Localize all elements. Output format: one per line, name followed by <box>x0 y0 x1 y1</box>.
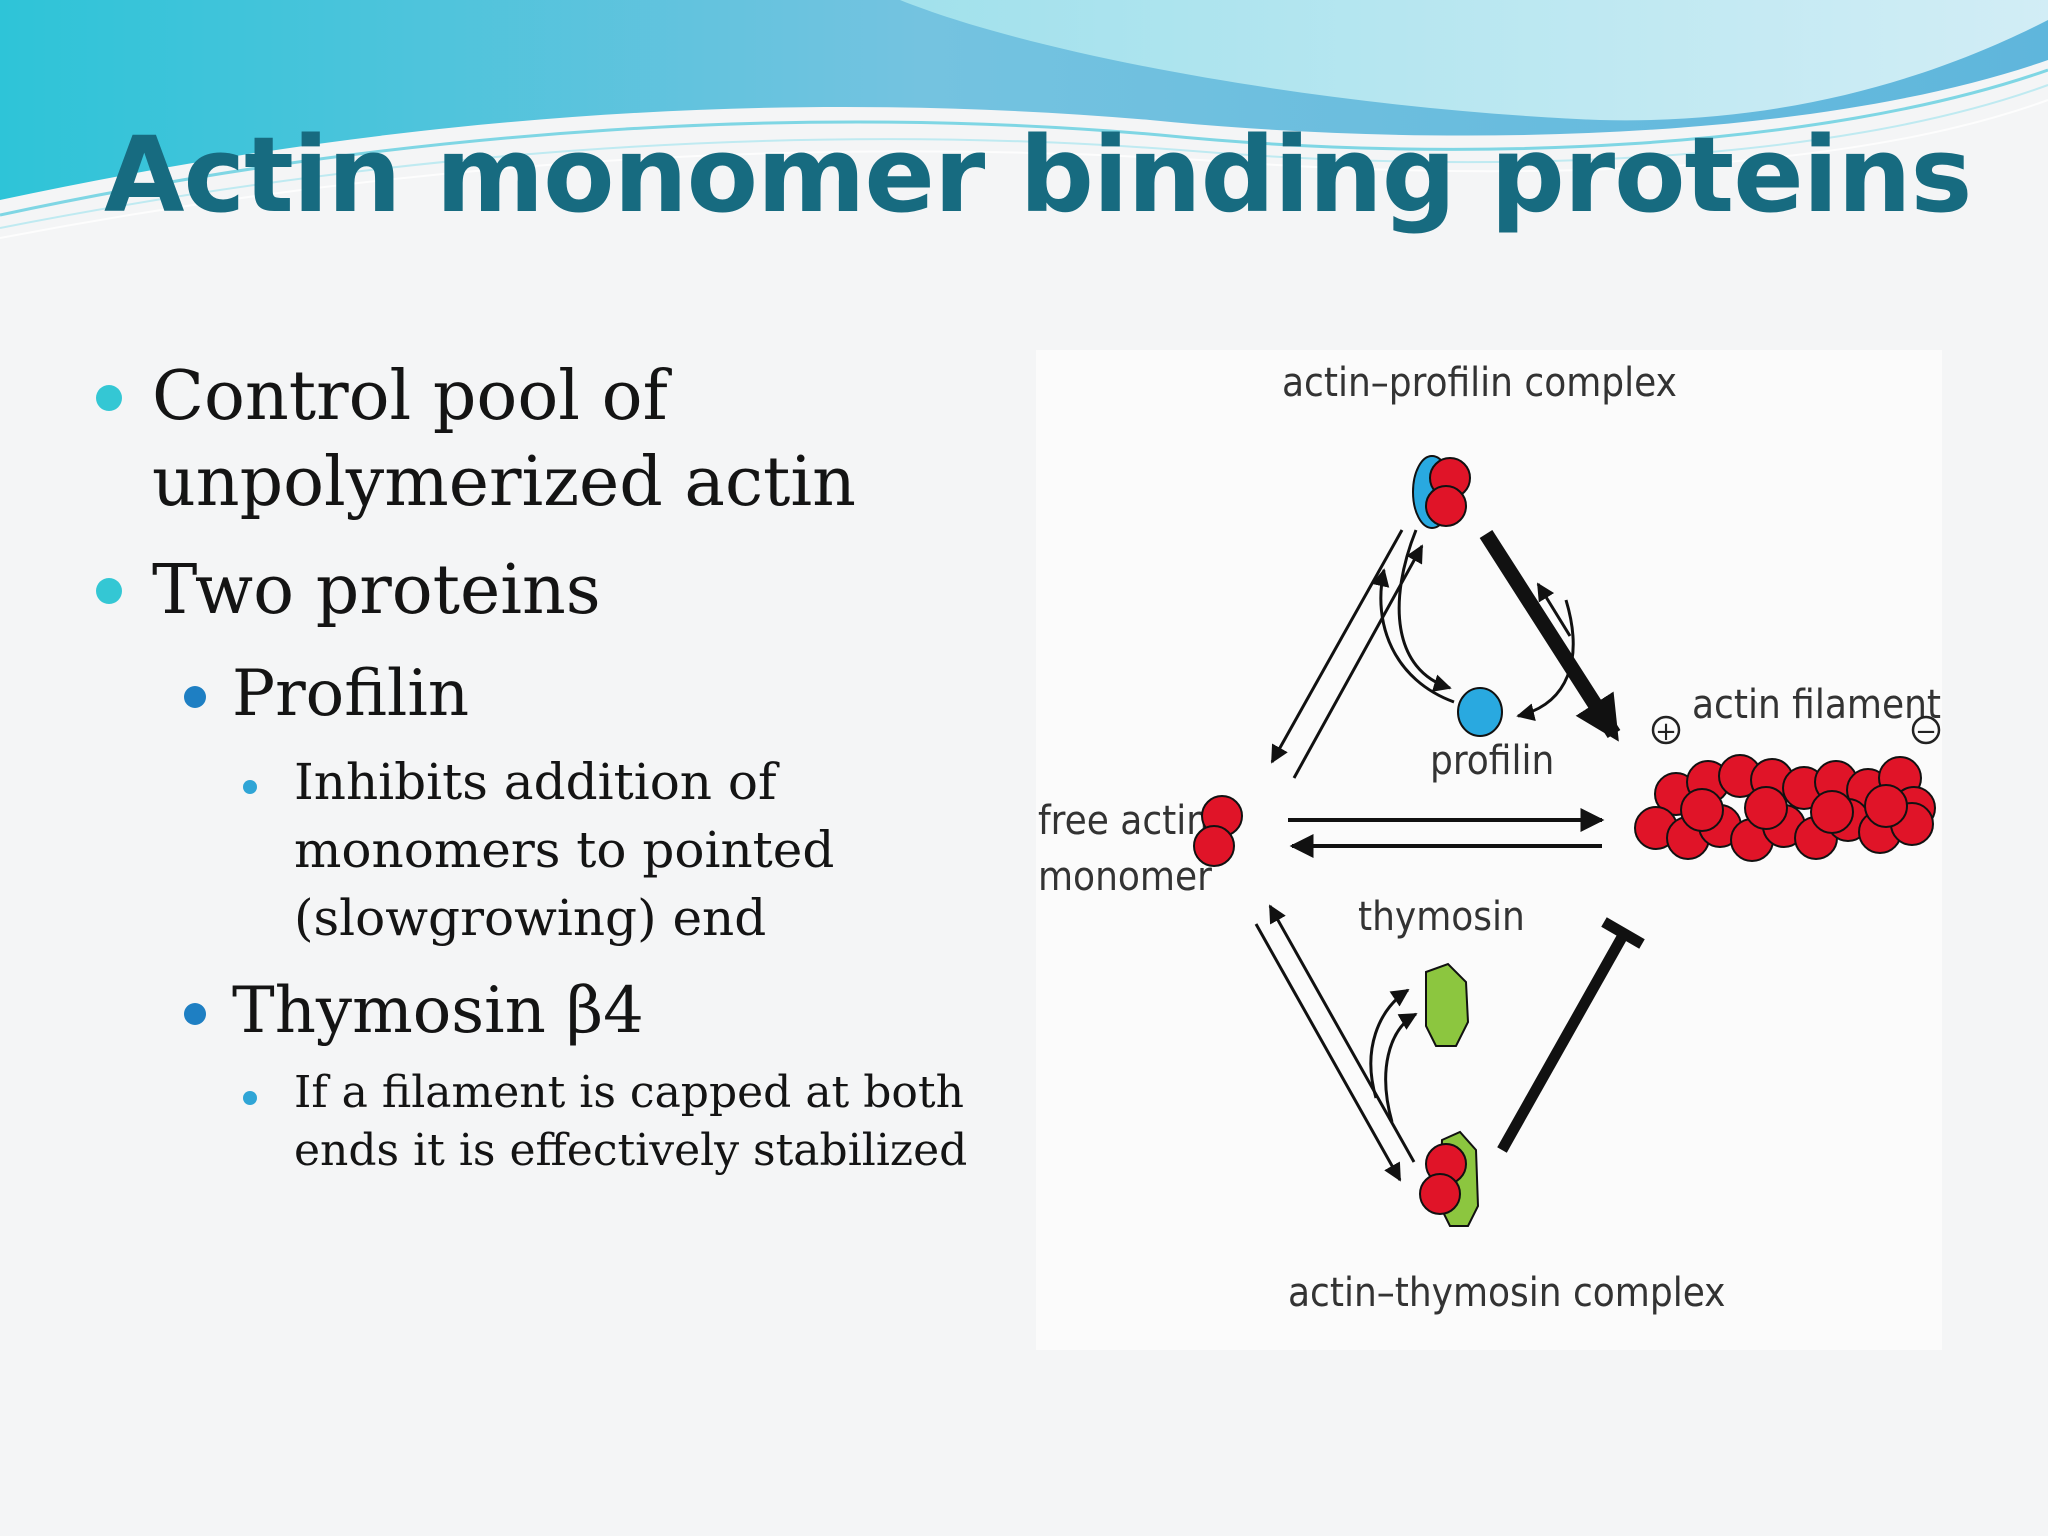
sub-bullet-dot <box>184 686 206 708</box>
label-thymosin: thymosin <box>1358 894 1525 940</box>
sub-bullet-dot <box>184 1003 206 1025</box>
arrow-thymosin-release <box>1384 1012 1418 1123</box>
detail-bullet-dot <box>243 780 257 794</box>
bullet-two-proteins: Two proteins <box>152 551 601 630</box>
actin-thymosin-complex-icon <box>1419 1130 1480 1227</box>
free-actin-monomer-icon <box>1193 795 1243 867</box>
arrow-complex-to-filament <box>1479 529 1621 742</box>
slide-title: Actin monomer binding proteins <box>104 114 1972 236</box>
bullet-control-line1: Control pool of <box>152 357 668 436</box>
arrow-free-actin-to-thymosin-complex <box>1254 923 1402 1182</box>
bullet-dot <box>96 385 122 411</box>
arrow-profilin-recycle <box>1516 599 1575 721</box>
label-actin-filament: actin filament <box>1692 682 1941 728</box>
actin-subunit <box>1810 790 1854 834</box>
profilin-detail-line3: (slowgrowing) end <box>294 889 767 947</box>
actin-subunit <box>1864 784 1908 828</box>
svg-text:−: − <box>1915 717 1937 747</box>
arrow-filament-to-complex-minor <box>1536 582 1572 637</box>
bullet-control-line2: unpolymerized actin <box>152 443 856 522</box>
diagram-panel <box>1036 350 1942 1350</box>
profilin-icon <box>1457 687 1503 737</box>
actin-profilin-complex-icon <box>1412 455 1471 529</box>
inhibition-line <box>1497 927 1631 1153</box>
label-free-actin-line1: free actin <box>1038 798 1209 844</box>
arrow-thymosin-complex-to-free-actin <box>1268 904 1416 1163</box>
arrow-thymosin-binding <box>1369 988 1410 1099</box>
actin-subunit <box>1744 786 1788 830</box>
actin-cycle-diagram: actin–profilin complex profilin actin fi… <box>1038 360 1941 1316</box>
label-actin-thymosin-complex: actin–thymosin complex <box>1288 1270 1725 1316</box>
actin-subunit <box>1680 788 1724 832</box>
inhibition-bar <box>1601 917 1645 949</box>
profilin-detail-line1: Inhibits addition of <box>294 753 777 811</box>
thymosin-detail-line1: If a filament is capped at both <box>294 1067 964 1118</box>
bullet-list: Control pool of unpolymerized actin Two … <box>0 0 1000 1536</box>
minus-end-marker: − <box>1911 715 1941 747</box>
svg-text:+: + <box>1655 717 1677 747</box>
arrow-complex-to-free-actin <box>1270 529 1404 764</box>
detail-bullet-dot <box>243 1091 257 1105</box>
actin-filament-icon <box>1634 754 1936 862</box>
thymosin-icon <box>1425 962 1470 1047</box>
bullet-dot <box>96 578 122 604</box>
label-free-actin-line2: monomer <box>1038 854 1212 900</box>
arrow-profilin-binding <box>1371 568 1455 704</box>
sub-bullet-profilin: Profilin <box>232 657 470 731</box>
sub-bullet-thymosin: Thymosin β4 <box>232 974 644 1048</box>
label-profilin: profilin <box>1430 738 1554 784</box>
thymosin-detail-line2: ends it is effectively stabilized <box>294 1125 968 1176</box>
profilin-detail-line2: monomers to pointed <box>294 821 835 879</box>
arrow-complex-release-profilin <box>1397 529 1452 692</box>
plus-end-marker: + <box>1651 715 1681 747</box>
label-actin-profilin-complex: actin–profilin complex <box>1282 360 1677 406</box>
background-waves <box>0 0 2048 239</box>
